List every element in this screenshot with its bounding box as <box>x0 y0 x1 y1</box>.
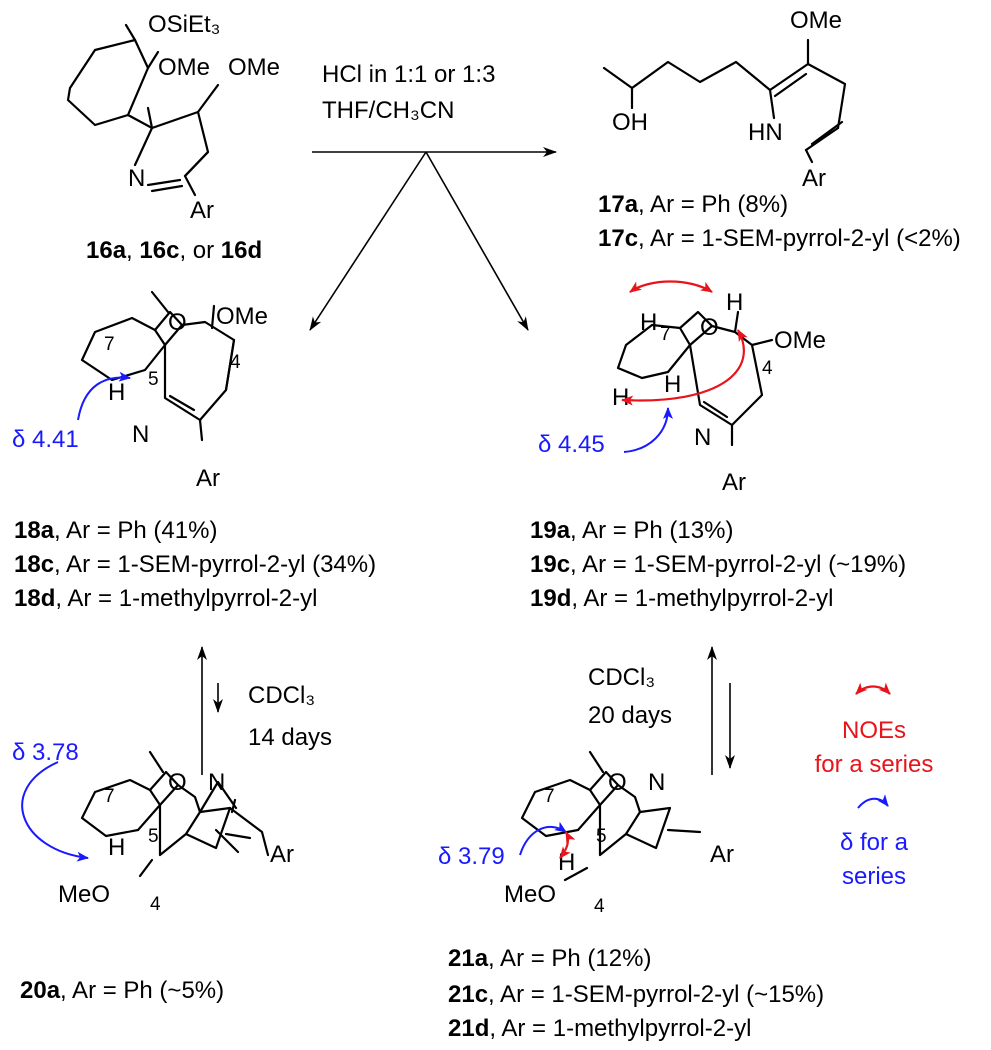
c17-ar-label: Ar <box>802 165 826 192</box>
c18-o: O <box>168 309 187 336</box>
compound-16-structure: OSiEt₃ OMe OMe N Ar <box>66 11 280 224</box>
c18-5: 5 <box>148 369 159 390</box>
c17-line-a: 17a, Ar = Ph (8%) <box>598 191 788 218</box>
c18-shift: δ 4.41 <box>12 426 79 453</box>
c20-shift-arrow <box>21 761 89 862</box>
compound-18-structure: 7 O OMe 4 H 5 N Ar <box>80 290 268 492</box>
reagent-line-2: THF/CH₃CN <box>322 97 454 124</box>
c20-line-a: 20a, Ar = Ph (~5%) <box>20 977 224 1004</box>
c19-4: 4 <box>762 358 773 379</box>
compound-16-caption: 16a, 16c, or 16d <box>86 237 262 264</box>
c20-meo: MeO <box>58 881 110 908</box>
legend-noe-arrow <box>855 682 891 695</box>
c21-noe-arrow <box>559 831 576 859</box>
c21-h: H <box>558 849 575 876</box>
c19-h3: H <box>612 384 629 411</box>
c18-n: N <box>132 421 149 448</box>
c17-ome-label: OMe <box>790 7 842 34</box>
reagent-cdcl3-left: CDCl₃ <box>248 682 315 709</box>
c21-7: 7 <box>544 786 555 807</box>
legend-noe-line2: for a series <box>815 751 934 778</box>
c20-h: H <box>108 834 125 861</box>
c19-noe-arrow-top <box>629 280 713 293</box>
legend-shift-line2: series <box>842 863 906 890</box>
sm-osi-label: OSiEt₃ <box>148 11 220 38</box>
c19-n: N <box>694 424 711 451</box>
c18-4: 4 <box>230 352 241 373</box>
c19-line-c: 19c, Ar = 1-SEM-pyrrol-2-yl (~19%) <box>530 551 906 578</box>
c17-hn-label: HN <box>748 119 783 146</box>
c21-5: 5 <box>596 826 607 847</box>
c19-h4: H <box>664 371 681 398</box>
sm-ome2-label: OMe <box>228 54 280 81</box>
c21-shift: δ 3.79 <box>438 843 505 870</box>
sm-ome1-label: OMe <box>158 54 210 81</box>
c19-ome: OMe <box>774 327 826 354</box>
legend-shift-line1: δ for a <box>840 829 909 856</box>
c21-meo: MeO <box>504 881 556 908</box>
c19-h1: H <box>640 309 657 336</box>
compound-21-structure: 7 O N Ar H 5 MeO 4 <box>504 750 734 917</box>
c21-4: 4 <box>594 896 605 917</box>
c21-line-c: 21c, Ar = 1-SEM-pyrrol-2-yl (~15%) <box>448 981 824 1008</box>
c20-shift: δ 3.78 <box>12 739 79 766</box>
c19-line-d: 19d, Ar = 1-methylpyrrol-2-yl <box>530 585 833 612</box>
c18-ome: OMe <box>216 303 268 330</box>
c20-o: O <box>168 769 187 796</box>
c19-line-a: 19a, Ar = Ph (13%) <box>530 517 733 544</box>
c20-ar: Ar <box>270 841 294 868</box>
c19-ar: Ar <box>722 469 746 496</box>
c20-n: N <box>208 769 225 796</box>
arrow-to-18 <box>309 151 427 331</box>
c18-line-d: 18d, Ar = 1-methylpyrrol-2-yl <box>14 585 317 612</box>
c20-5: 5 <box>148 826 159 847</box>
reagent-line-1: HCl in 1:1 or 1:3 <box>322 61 495 88</box>
c17-oh-label: OH <box>612 109 648 136</box>
c18-h: H <box>108 379 125 406</box>
reagent-days-left: 14 days <box>248 724 332 751</box>
legend-shift-arrow <box>857 794 889 809</box>
compound-17-structure: OMe OH HN Ar <box>602 7 847 192</box>
compound-20-structure: 7 O N Ar H 5 MeO 4 <box>58 750 294 915</box>
sm-n-label: N <box>128 165 145 192</box>
c21-ar: Ar <box>710 841 734 868</box>
c19-h2: H <box>726 289 743 316</box>
reagent-cdcl3-right: CDCl₃ <box>588 664 655 691</box>
c19-noe-arrow-bottom <box>621 329 748 406</box>
c21-shift-arrow <box>519 821 567 856</box>
c18-line-c: 18c, Ar = 1-SEM-pyrrol-2-yl (34%) <box>14 551 376 578</box>
c21-line-a: 21a, Ar = Ph (12%) <box>448 945 651 972</box>
sm-ar-label: Ar <box>190 197 214 224</box>
c21-o: O <box>608 769 627 796</box>
c19-shift-arrow <box>623 407 673 453</box>
c20-4: 4 <box>150 894 161 915</box>
legend-noe-line1: NOEs <box>842 717 906 744</box>
c21-line-d: 21d, Ar = 1-methylpyrrol-2-yl <box>448 1015 751 1042</box>
c21-n: N <box>648 769 665 796</box>
c20-7: 7 <box>104 786 115 807</box>
c18-7: 7 <box>104 334 115 355</box>
c19-shift: δ 4.45 <box>538 431 605 458</box>
reagent-days-right: 20 days <box>588 702 672 729</box>
c17-line-c: 17c, Ar = 1-SEM-pyrrol-2-yl (<2%) <box>598 225 961 252</box>
compound-19-structure: H 7 O H OMe 4 H H N Ar <box>612 289 826 496</box>
c19-7: 7 <box>660 324 671 345</box>
c18-ar: Ar <box>196 465 220 492</box>
arrow-to-19 <box>425 151 529 331</box>
c19-o: O <box>700 314 719 341</box>
c18-line-a: 18a, Ar = Ph (41%) <box>14 517 217 544</box>
c18-shift-arrow <box>77 371 131 421</box>
